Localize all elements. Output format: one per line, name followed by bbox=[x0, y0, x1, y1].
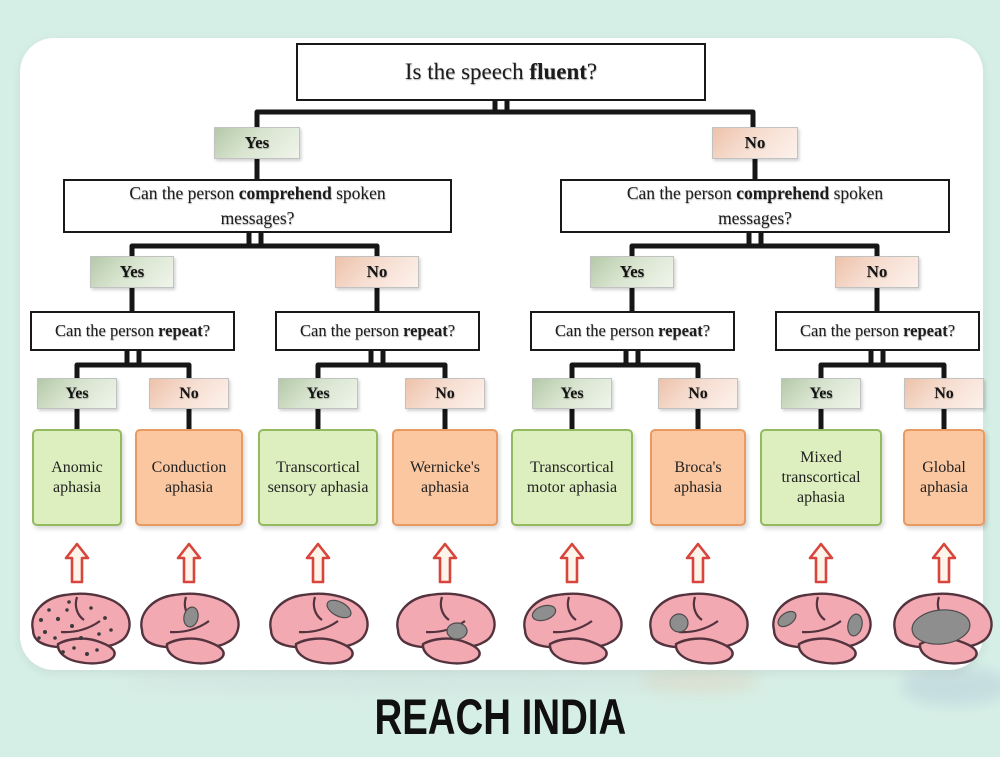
flowchart-card bbox=[20, 38, 983, 670]
no-node: No bbox=[835, 256, 919, 288]
result-box-transcortical-motor-aphasia: Transcortical motor aphasia bbox=[511, 429, 633, 526]
watercolor-smudge bbox=[640, 668, 760, 694]
repeat-question-text: Can the person repeat? bbox=[54, 321, 211, 341]
brain-mixed-transcortical-icon bbox=[765, 588, 877, 670]
watercolor-smudge bbox=[120, 672, 680, 694]
brain-conduction-icon bbox=[133, 588, 245, 670]
brain-anomic-icon bbox=[24, 588, 136, 670]
yes-node: Yes bbox=[214, 127, 300, 159]
comprehend-question-box-left: Can the person comprehend spoken message… bbox=[63, 179, 452, 233]
up-arrow-icon bbox=[64, 542, 90, 584]
comprehend-question-text: Can the person comprehend spoken message… bbox=[129, 182, 386, 228]
comprehend-question-text: Can the person comprehend spoken message… bbox=[626, 182, 884, 228]
no-node: No bbox=[149, 378, 229, 409]
yes-node: Yes bbox=[532, 378, 612, 409]
up-arrow-icon bbox=[432, 542, 458, 584]
result-box-transcortical-sensory-aphasia: Transcortical sensory aphasia bbox=[258, 429, 378, 526]
reach-india-wordmark: REACH INDIA bbox=[374, 689, 626, 746]
repeat-question-box: Can the person repeat? bbox=[30, 311, 235, 351]
yes-node: Yes bbox=[590, 256, 674, 288]
result-box-brocas-aphasia: Broca's aphasia bbox=[650, 429, 746, 526]
up-arrow-icon bbox=[305, 542, 331, 584]
brain-transcortical-sensory-icon bbox=[262, 588, 374, 670]
repeat-question-text: Can the person repeat? bbox=[299, 321, 456, 341]
root-question-text: Is the speech fluent? bbox=[404, 59, 598, 85]
watercolor-smudge bbox=[900, 666, 1000, 706]
no-node: No bbox=[712, 127, 798, 159]
yes-node: Yes bbox=[90, 256, 174, 288]
repeat-question-text: Can the person repeat? bbox=[554, 321, 711, 341]
up-arrow-icon bbox=[808, 542, 834, 584]
no-node: No bbox=[405, 378, 485, 409]
no-node: No bbox=[658, 378, 738, 409]
up-arrow-icon bbox=[176, 542, 202, 584]
no-node: No bbox=[335, 256, 419, 288]
comprehend-question-box-right: Can the person comprehend spoken message… bbox=[560, 179, 950, 233]
brain-brocas-icon bbox=[642, 588, 754, 670]
up-arrow-icon bbox=[931, 542, 957, 584]
result-box-conduction-aphasia: Conduction aphasia bbox=[135, 429, 243, 526]
up-arrow-icon bbox=[685, 542, 711, 584]
brain-wernickes-icon bbox=[389, 588, 501, 670]
repeat-question-box: Can the person repeat? bbox=[275, 311, 480, 351]
up-arrow-icon bbox=[559, 542, 585, 584]
result-box-wernickes-aphasia: Wernicke's aphasia bbox=[392, 429, 498, 526]
no-node: No bbox=[904, 378, 984, 409]
yes-node: Yes bbox=[278, 378, 358, 409]
repeat-question-box: Can the person repeat? bbox=[530, 311, 735, 351]
repeat-question-box: Can the person repeat? bbox=[775, 311, 980, 351]
brain-global-icon bbox=[886, 588, 998, 670]
yes-node: Yes bbox=[37, 378, 117, 409]
result-box-anomic-aphasia: Anomic aphasia bbox=[32, 429, 122, 526]
yes-node: Yes bbox=[781, 378, 861, 409]
brain-transcortical-motor-icon bbox=[516, 588, 628, 670]
root-question-box: Is the speech fluent? bbox=[296, 43, 706, 101]
repeat-question-text: Can the person repeat? bbox=[799, 321, 956, 341]
result-box-global-aphasia: Global aphasia bbox=[903, 429, 985, 526]
result-box-mixed-transcortical-aphasia: Mixed transcortical aphasia bbox=[760, 429, 882, 526]
